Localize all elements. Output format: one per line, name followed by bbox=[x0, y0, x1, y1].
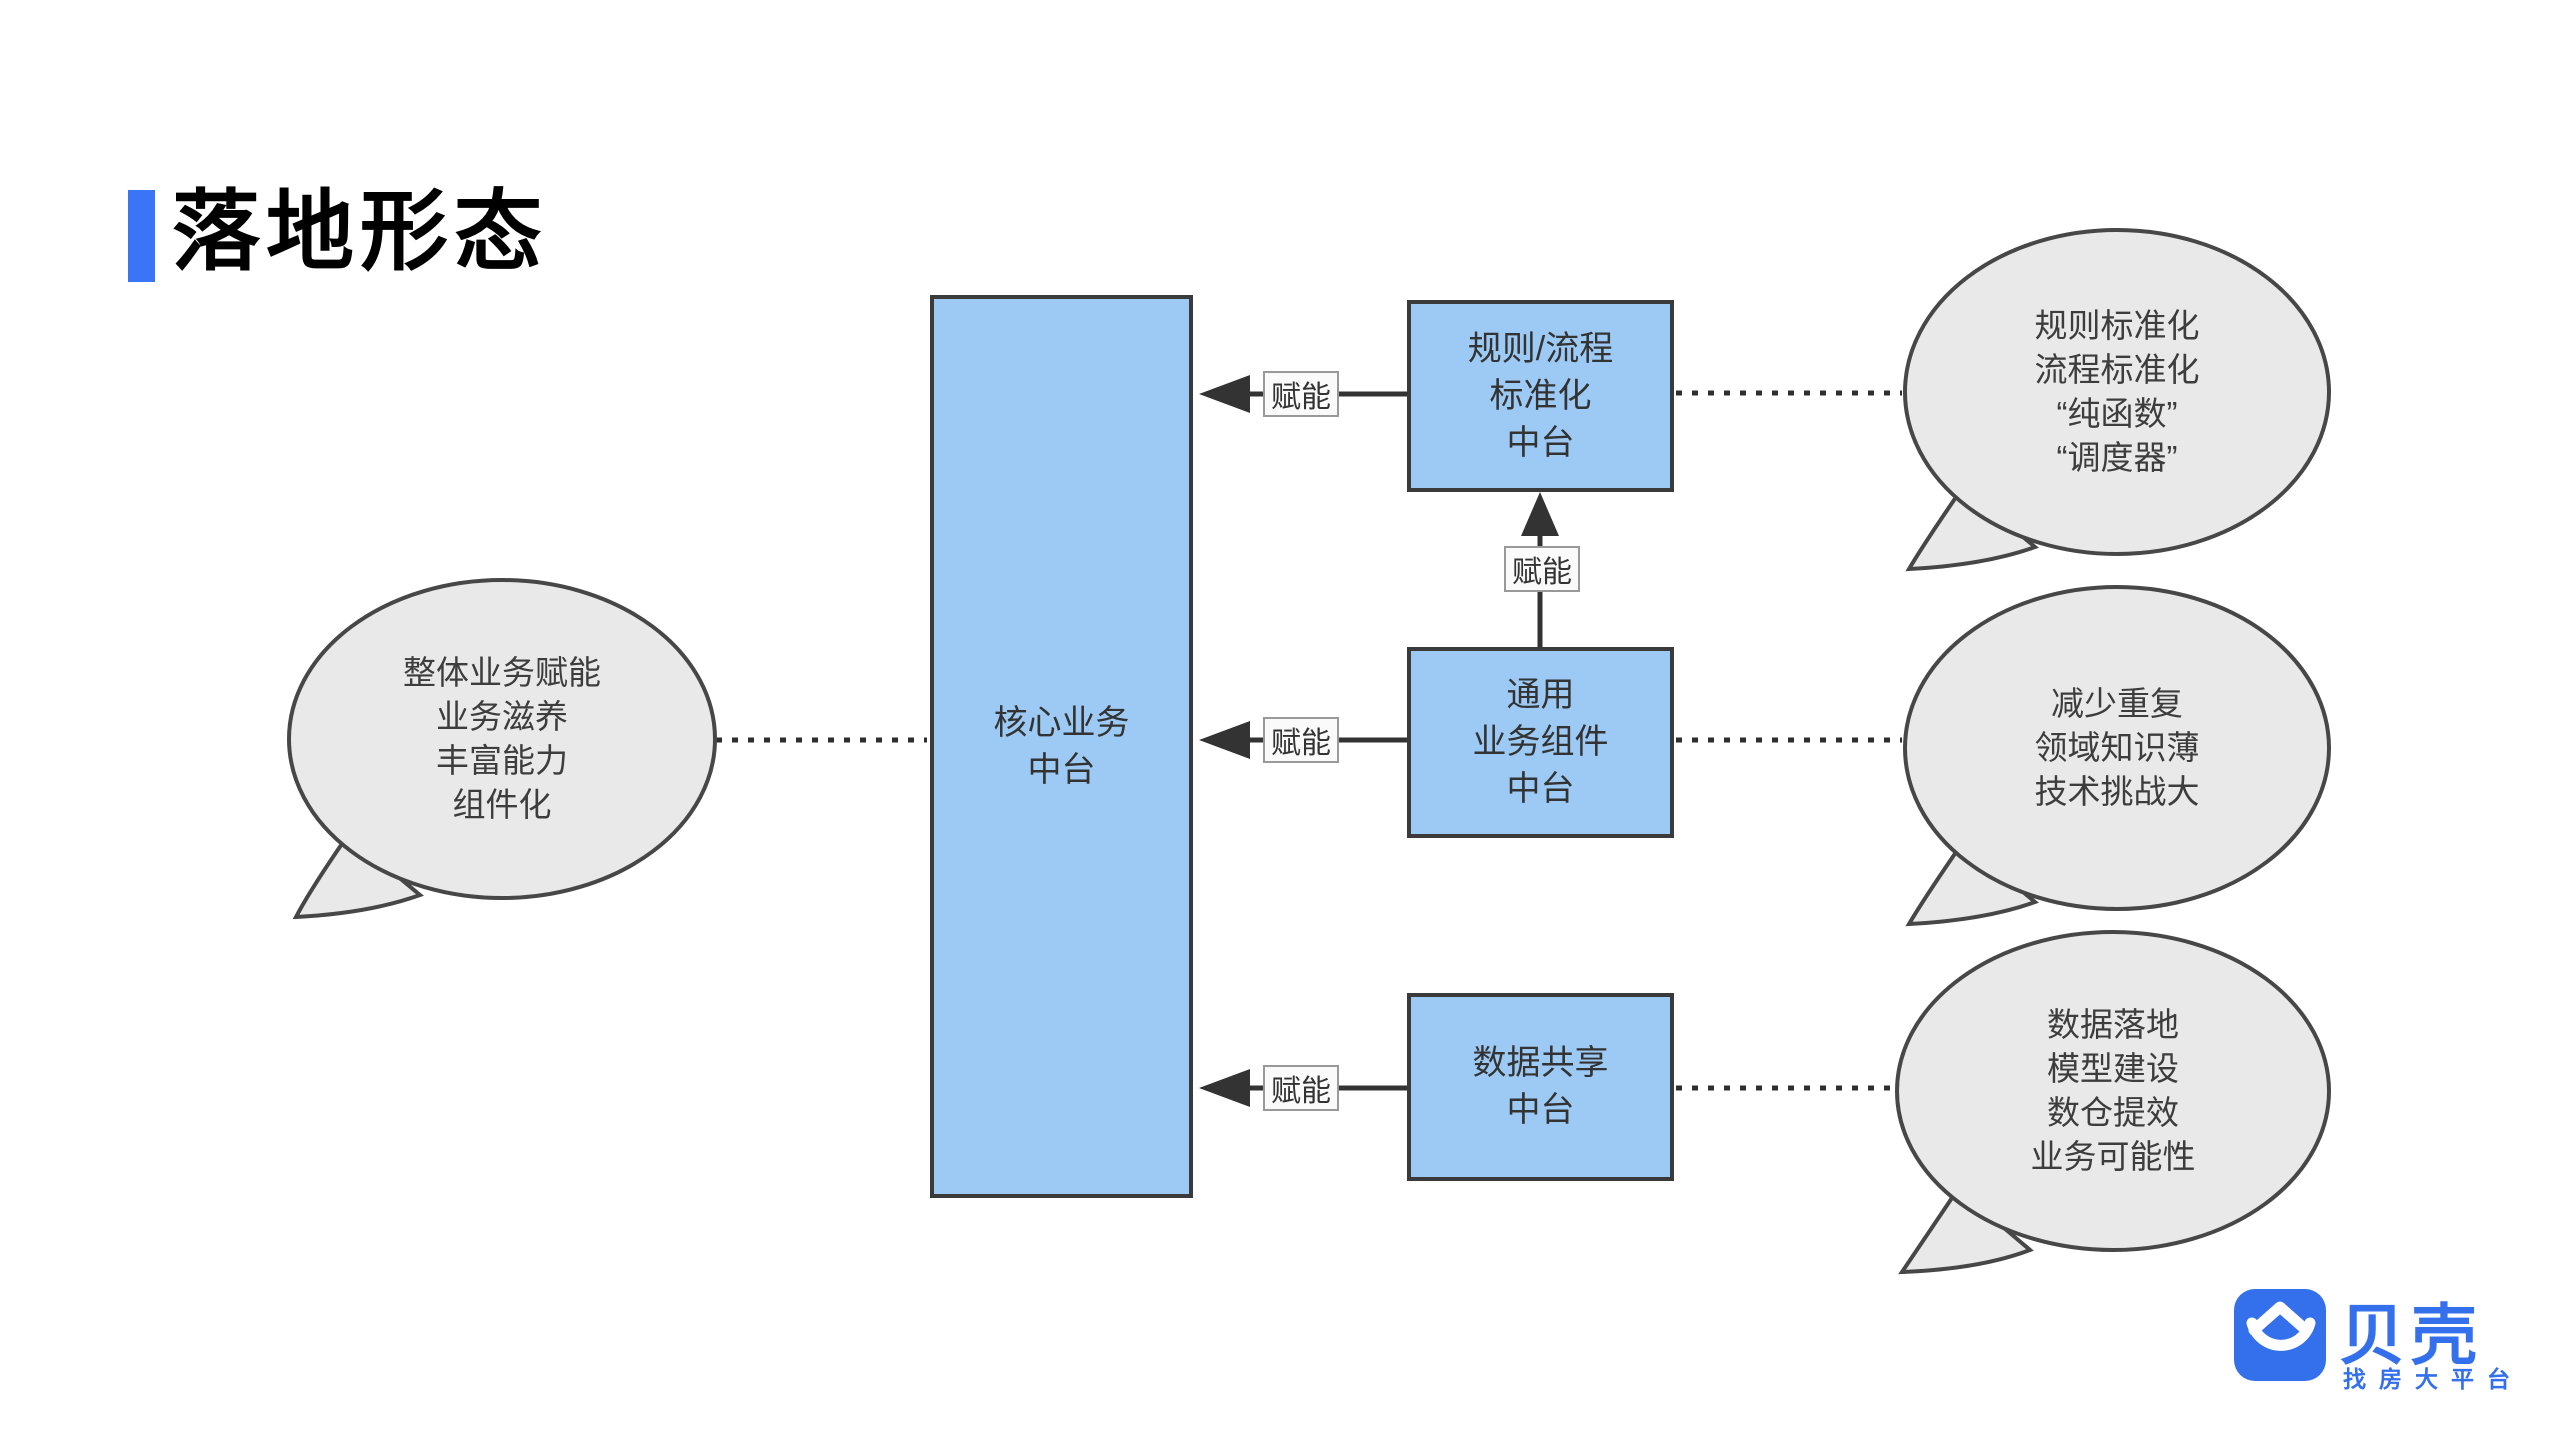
dotted-connectors bbox=[716, 390, 1902, 1091]
speech-bubble-shape bbox=[1903, 585, 2331, 927]
speech-bubble-left-text: 整体业务赋能 业务滋养 丰富能力 组件化 bbox=[403, 654, 601, 823]
speech-bubble-right-bottom-text: 数据落地 模型建设 数仓提效 业务可能性 bbox=[2030, 1006, 2196, 1175]
beike-logo-tagline: 找房大平台 bbox=[2343, 1366, 2523, 1392]
box-data-sharing-label: 数据共享 中台 bbox=[1472, 1044, 1609, 1129]
box-common-components-label: 通用 业务组件 中台 bbox=[1472, 676, 1609, 808]
enable-label-middle: 赋能 bbox=[1263, 717, 1339, 763]
enable-label-bottom: 赋能 bbox=[1263, 1065, 1339, 1111]
speech-bubble-right-middle-text: 减少重复 领域知识薄 技术挑战大 bbox=[2034, 685, 2200, 810]
speech-bubble-right-top: 规则标准化 流程标准化 “纯函数” “调度器” bbox=[1885, 215, 2345, 580]
box-data-sharing: 数据共享 中台 bbox=[1407, 993, 1674, 1181]
beike-logo: 贝壳 找房大平台 bbox=[2233, 1288, 2535, 1392]
speech-bubble-right-top-text: 规则标准化 流程标准化 “纯函数” “调度器” bbox=[2034, 307, 2200, 476]
page-title: 落地形态 bbox=[172, 182, 549, 281]
speech-bubble-shape bbox=[1895, 930, 2331, 1275]
center-box-label: 核心业务 中台 bbox=[993, 703, 1130, 789]
speech-bubble-left: 整体业务赋能 业务滋养 丰富能力 组件化 bbox=[270, 565, 730, 925]
center-box-core-business: 核心业务 中台 bbox=[930, 295, 1193, 1198]
speech-bubble-shape bbox=[287, 578, 717, 920]
speech-bubble-right-middle: 减少重复 领域知识薄 技术挑战大 bbox=[1885, 572, 2345, 932]
speech-bubble-shape bbox=[1903, 228, 2331, 572]
box-rules-process-label: 规则/流程 标准化 中台 bbox=[1467, 329, 1614, 462]
speech-bubble-right-bottom: 数据落地 模型建设 数仓提效 业务可能性 bbox=[1878, 917, 2338, 1285]
enable-label-top: 赋能 bbox=[1263, 371, 1339, 417]
box-common-components: 通用 业务组件 中台 bbox=[1407, 647, 1674, 838]
house-icon bbox=[2234, 1289, 2326, 1381]
beike-logo-wordmark: 贝壳 bbox=[2339, 1298, 2483, 1372]
box-rules-process: 规则/流程 标准化 中台 bbox=[1407, 300, 1674, 492]
title-accent-bar bbox=[128, 190, 155, 282]
enable-label-vertical: 赋能 bbox=[1504, 546, 1580, 592]
